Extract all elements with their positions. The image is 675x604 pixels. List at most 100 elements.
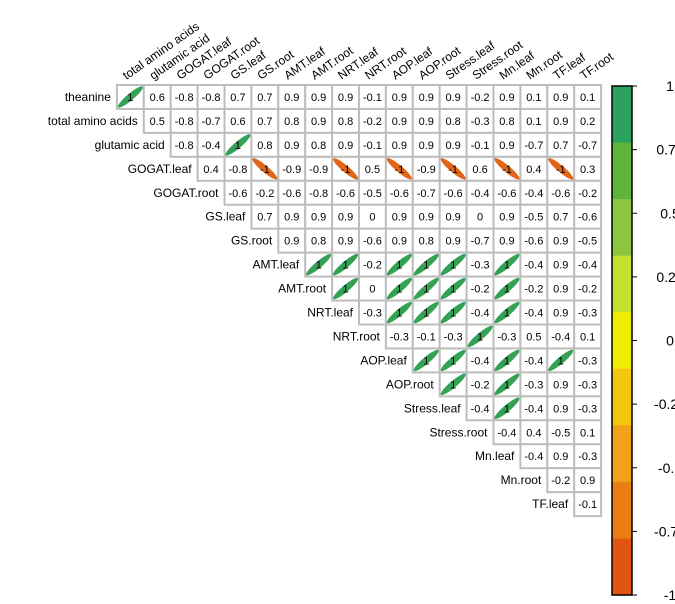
cell-value: 0.9 bbox=[284, 236, 299, 248]
cell-value: 0.4 bbox=[526, 164, 541, 176]
row-label-gogat-root: GOGAT.root bbox=[153, 186, 219, 200]
cell-value: -0.6 bbox=[524, 236, 543, 248]
cell-value: -0.8 bbox=[309, 188, 328, 200]
cell-value: 1 bbox=[423, 284, 429, 296]
cell-value: 0.1 bbox=[580, 331, 595, 343]
cell-value: 1 bbox=[450, 308, 456, 320]
cell-value: -0.1 bbox=[578, 499, 597, 511]
cell-value: 0.7 bbox=[553, 212, 568, 224]
cell-value: 0.9 bbox=[580, 475, 595, 487]
row-label-nrt-leaf: NRT.leaf bbox=[307, 306, 353, 320]
cell-value: 0.8 bbox=[284, 116, 299, 128]
cell-value: 1 bbox=[423, 355, 429, 367]
negative-correlation-ellipse bbox=[494, 158, 520, 180]
cell-value: -0.2 bbox=[524, 284, 543, 296]
cell-value: 0.9 bbox=[338, 212, 353, 224]
colorbar-tick-label: 0.75 bbox=[656, 142, 675, 158]
cell-value: -0.5 bbox=[551, 427, 570, 439]
cell-value: 0.3 bbox=[580, 164, 595, 176]
positive-correlation-ellipse bbox=[413, 301, 439, 324]
cell-value: -0.2 bbox=[471, 92, 490, 104]
cell-value: 0.9 bbox=[311, 212, 326, 224]
row-label-mn-leaf: Mn.leaf bbox=[475, 449, 515, 463]
cell-value: -0.5 bbox=[578, 236, 597, 248]
positive-correlation-ellipse bbox=[494, 397, 520, 420]
colorbar-tick-label: 0.25 bbox=[656, 269, 675, 285]
cell-value: -0.3 bbox=[578, 379, 597, 391]
cell-value: 0.9 bbox=[553, 308, 568, 320]
positive-correlation-ellipse bbox=[440, 253, 466, 276]
cell-value: 0.9 bbox=[446, 140, 461, 152]
positive-correlation-ellipse bbox=[440, 373, 466, 396]
cell-value: -0.8 bbox=[175, 116, 194, 128]
cell-value: -0.6 bbox=[578, 212, 597, 224]
positive-correlation-ellipse bbox=[386, 277, 412, 300]
positive-correlation-ellipse bbox=[413, 253, 439, 276]
cell-value: -0.8 bbox=[202, 92, 221, 104]
colorbar-tick-label: 0.5 bbox=[660, 205, 675, 221]
cell-value: -0.6 bbox=[336, 188, 355, 200]
cell-value: -0.2 bbox=[578, 284, 597, 296]
positive-correlation-ellipse bbox=[413, 277, 439, 300]
cell-value: -0.1 bbox=[363, 92, 382, 104]
cell-value: 0.6 bbox=[472, 164, 487, 176]
cell-value: -1 bbox=[260, 164, 270, 176]
cell-value: 0.9 bbox=[392, 92, 407, 104]
colorbar-segment bbox=[612, 425, 632, 483]
cell-value: 0.9 bbox=[419, 212, 434, 224]
heatmap-cell bbox=[573, 491, 603, 518]
cell-value: 0.1 bbox=[526, 116, 541, 128]
cell-value: 0.9 bbox=[553, 260, 568, 272]
cell-value: -1 bbox=[394, 164, 404, 176]
colorbar-tick-label: -0.5 bbox=[658, 460, 675, 476]
cell-value: -0.1 bbox=[471, 140, 490, 152]
cell-value: -0.7 bbox=[524, 140, 543, 152]
row-label-theanine: theanine bbox=[65, 90, 111, 104]
cell-value: 0.9 bbox=[446, 212, 461, 224]
cell-value: 0.9 bbox=[499, 236, 514, 248]
cell-value: 0.9 bbox=[392, 236, 407, 248]
cell-value: 0.9 bbox=[553, 284, 568, 296]
cell-value: 1 bbox=[450, 355, 456, 367]
cell-value: 0.8 bbox=[257, 140, 272, 152]
cell-value: 0.9 bbox=[553, 403, 568, 415]
cell-value: -0.2 bbox=[471, 379, 490, 391]
row-label-amt-leaf: AMT.leaf bbox=[253, 258, 300, 272]
row-label-stress-root: Stress.root bbox=[429, 425, 488, 439]
cell-value: -0.4 bbox=[471, 308, 490, 320]
cell-value: 0.7 bbox=[553, 140, 568, 152]
cell-value: -0.4 bbox=[524, 260, 543, 272]
cell-value: 0.9 bbox=[392, 212, 407, 224]
cell-value: 0.9 bbox=[553, 379, 568, 391]
row-label-aop-leaf: AOP.leaf bbox=[360, 353, 407, 367]
cell-value: -0.7 bbox=[578, 140, 597, 152]
cell-value: 0.4 bbox=[526, 427, 541, 439]
cell-value: -0.6 bbox=[497, 188, 516, 200]
cell-value: 0 bbox=[477, 212, 483, 224]
cell-value: -0.8 bbox=[175, 92, 194, 104]
cell-value: -0.4 bbox=[471, 403, 490, 415]
cell-value: -0.3 bbox=[444, 331, 463, 343]
cell-value: 0.1 bbox=[580, 92, 595, 104]
cell-value: 1 bbox=[423, 260, 429, 272]
cell-value: 0.2 bbox=[580, 116, 595, 128]
cell-value: 0.8 bbox=[311, 140, 326, 152]
cell-value: -0.4 bbox=[524, 308, 543, 320]
cell-value: -0.3 bbox=[524, 379, 543, 391]
positive-correlation-ellipse bbox=[494, 277, 520, 300]
cell-value: -0.2 bbox=[471, 284, 490, 296]
cell-value: -0.3 bbox=[578, 355, 597, 367]
cell-value: -0.6 bbox=[444, 188, 463, 200]
cell-value: -0.1 bbox=[363, 140, 382, 152]
cell-value: -0.6 bbox=[228, 188, 247, 200]
cell-value: -0.2 bbox=[363, 116, 382, 128]
positive-correlation-ellipse bbox=[548, 349, 574, 372]
cell-value: 1 bbox=[342, 284, 348, 296]
cell-value: 0.9 bbox=[338, 236, 353, 248]
cell-value: 0.9 bbox=[446, 236, 461, 248]
negative-correlation-ellipse bbox=[252, 158, 278, 180]
cell-value: -1 bbox=[341, 164, 351, 176]
cell-value: 1 bbox=[504, 284, 510, 296]
cell-value: -0.9 bbox=[282, 164, 301, 176]
cell-value: -0.8 bbox=[175, 140, 194, 152]
